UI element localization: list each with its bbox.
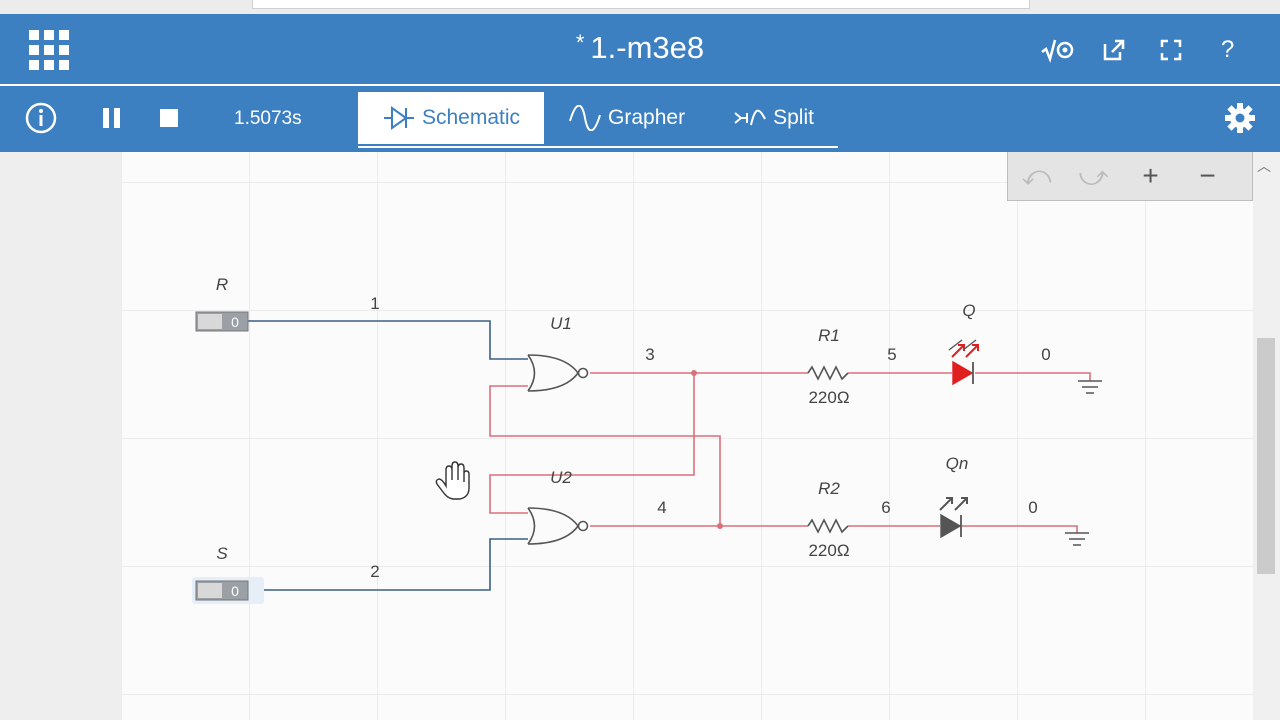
stop-icon[interactable] bbox=[159, 108, 179, 128]
export-icon[interactable] bbox=[1085, 34, 1142, 66]
modified-marker: * bbox=[575, 30, 585, 55]
address-bar[interactable] bbox=[252, 0, 1030, 9]
app-header: *1.-m3e8 ? bbox=[0, 14, 1280, 84]
resistor-r1-value: 220Ω bbox=[808, 388, 849, 407]
switch-s-label: S bbox=[216, 544, 228, 563]
circuit-title: *1.-m3e8 bbox=[0, 30, 1280, 66]
junction-dot bbox=[691, 370, 697, 376]
resistor-r1-label: R1 bbox=[818, 326, 840, 345]
redo-button[interactable]: ⤻ bbox=[1078, 159, 1109, 191]
left-gutter bbox=[0, 152, 121, 720]
gate-u2-label: U2 bbox=[550, 468, 572, 487]
node-label: 4 bbox=[657, 498, 666, 517]
ground-symbol bbox=[1078, 380, 1102, 394]
sine-wave-icon bbox=[569, 105, 602, 131]
header-actions: ? bbox=[1028, 34, 1256, 66]
node-label: 3 bbox=[645, 345, 654, 364]
zoom-in-button[interactable]: + bbox=[1142, 160, 1159, 191]
hand-cursor-icon bbox=[435, 461, 470, 500]
settings-gear-icon[interactable] bbox=[1224, 102, 1256, 139]
switch-s-value: 0 bbox=[231, 583, 239, 599]
diode-icon bbox=[384, 106, 414, 130]
tab-label: Grapher bbox=[608, 106, 686, 129]
split-icon bbox=[734, 109, 766, 126]
switch-s[interactable] bbox=[195, 580, 249, 601]
low-wires bbox=[248, 320, 528, 591]
tab-label: Schematic bbox=[422, 106, 521, 129]
high-wires bbox=[489, 372, 1091, 533]
node-label: 0 bbox=[1041, 345, 1050, 364]
switch-r[interactable] bbox=[195, 311, 249, 332]
node-label: 0 bbox=[1028, 498, 1037, 517]
node-label: 5 bbox=[887, 345, 896, 364]
node-label: 6 bbox=[881, 498, 890, 517]
led-qn-label: Qn bbox=[946, 454, 969, 473]
undo-button[interactable]: ⤺ bbox=[1021, 159, 1052, 191]
switch-r-value: 0 bbox=[231, 314, 239, 330]
apps-grid-icon[interactable] bbox=[29, 30, 69, 70]
resistor-r2[interactable] bbox=[807, 518, 849, 534]
simulation-toolbar: 1.5073s Schematic Grapher Split bbox=[0, 86, 1280, 152]
tab-grapher[interactable]: Grapher bbox=[544, 92, 709, 144]
switch-r-label: R bbox=[216, 275, 228, 294]
pause-icon[interactable] bbox=[101, 106, 123, 130]
resistor-r2-label: R2 bbox=[818, 479, 840, 498]
resistor-r1[interactable] bbox=[807, 365, 849, 381]
help-icon[interactable]: ? bbox=[1220, 36, 1235, 63]
info-icon[interactable] bbox=[24, 101, 58, 135]
led-q-label: Q bbox=[962, 301, 975, 320]
led-qn[interactable] bbox=[939, 497, 968, 539]
scrollbar-thumb[interactable] bbox=[1257, 338, 1275, 574]
simulation-time: 1.5073s bbox=[234, 108, 302, 129]
fullscreen-icon[interactable] bbox=[1142, 34, 1199, 66]
view-tabs: Schematic Grapher Split bbox=[358, 92, 838, 148]
resistor-r2-value: 220Ω bbox=[808, 541, 849, 560]
ground-symbol bbox=[1065, 532, 1089, 546]
nor-gate-u1[interactable] bbox=[527, 354, 589, 392]
tab-schematic[interactable]: Schematic bbox=[358, 92, 545, 144]
schematic-canvas[interactable] bbox=[121, 152, 1253, 720]
node-label: 1 bbox=[370, 294, 379, 313]
node-label: 2 bbox=[370, 562, 379, 581]
sqrt-analyze-icon[interactable] bbox=[1028, 34, 1085, 66]
scroll-up-icon[interactable]: ︿ bbox=[1257, 158, 1271, 174]
zoom-out-button[interactable]: − bbox=[1199, 160, 1216, 191]
tab-split[interactable]: Split bbox=[709, 92, 838, 144]
nor-gate-u2[interactable] bbox=[527, 507, 589, 545]
document-title[interactable]: 1.-m3e8 bbox=[590, 30, 705, 65]
zoom-controls: ⤺ ⤻ + − bbox=[1007, 152, 1253, 201]
gate-u1-label: U1 bbox=[550, 314, 572, 333]
led-q[interactable] bbox=[948, 339, 979, 386]
tab-label: Split bbox=[773, 106, 814, 129]
junction-dot bbox=[717, 523, 723, 529]
